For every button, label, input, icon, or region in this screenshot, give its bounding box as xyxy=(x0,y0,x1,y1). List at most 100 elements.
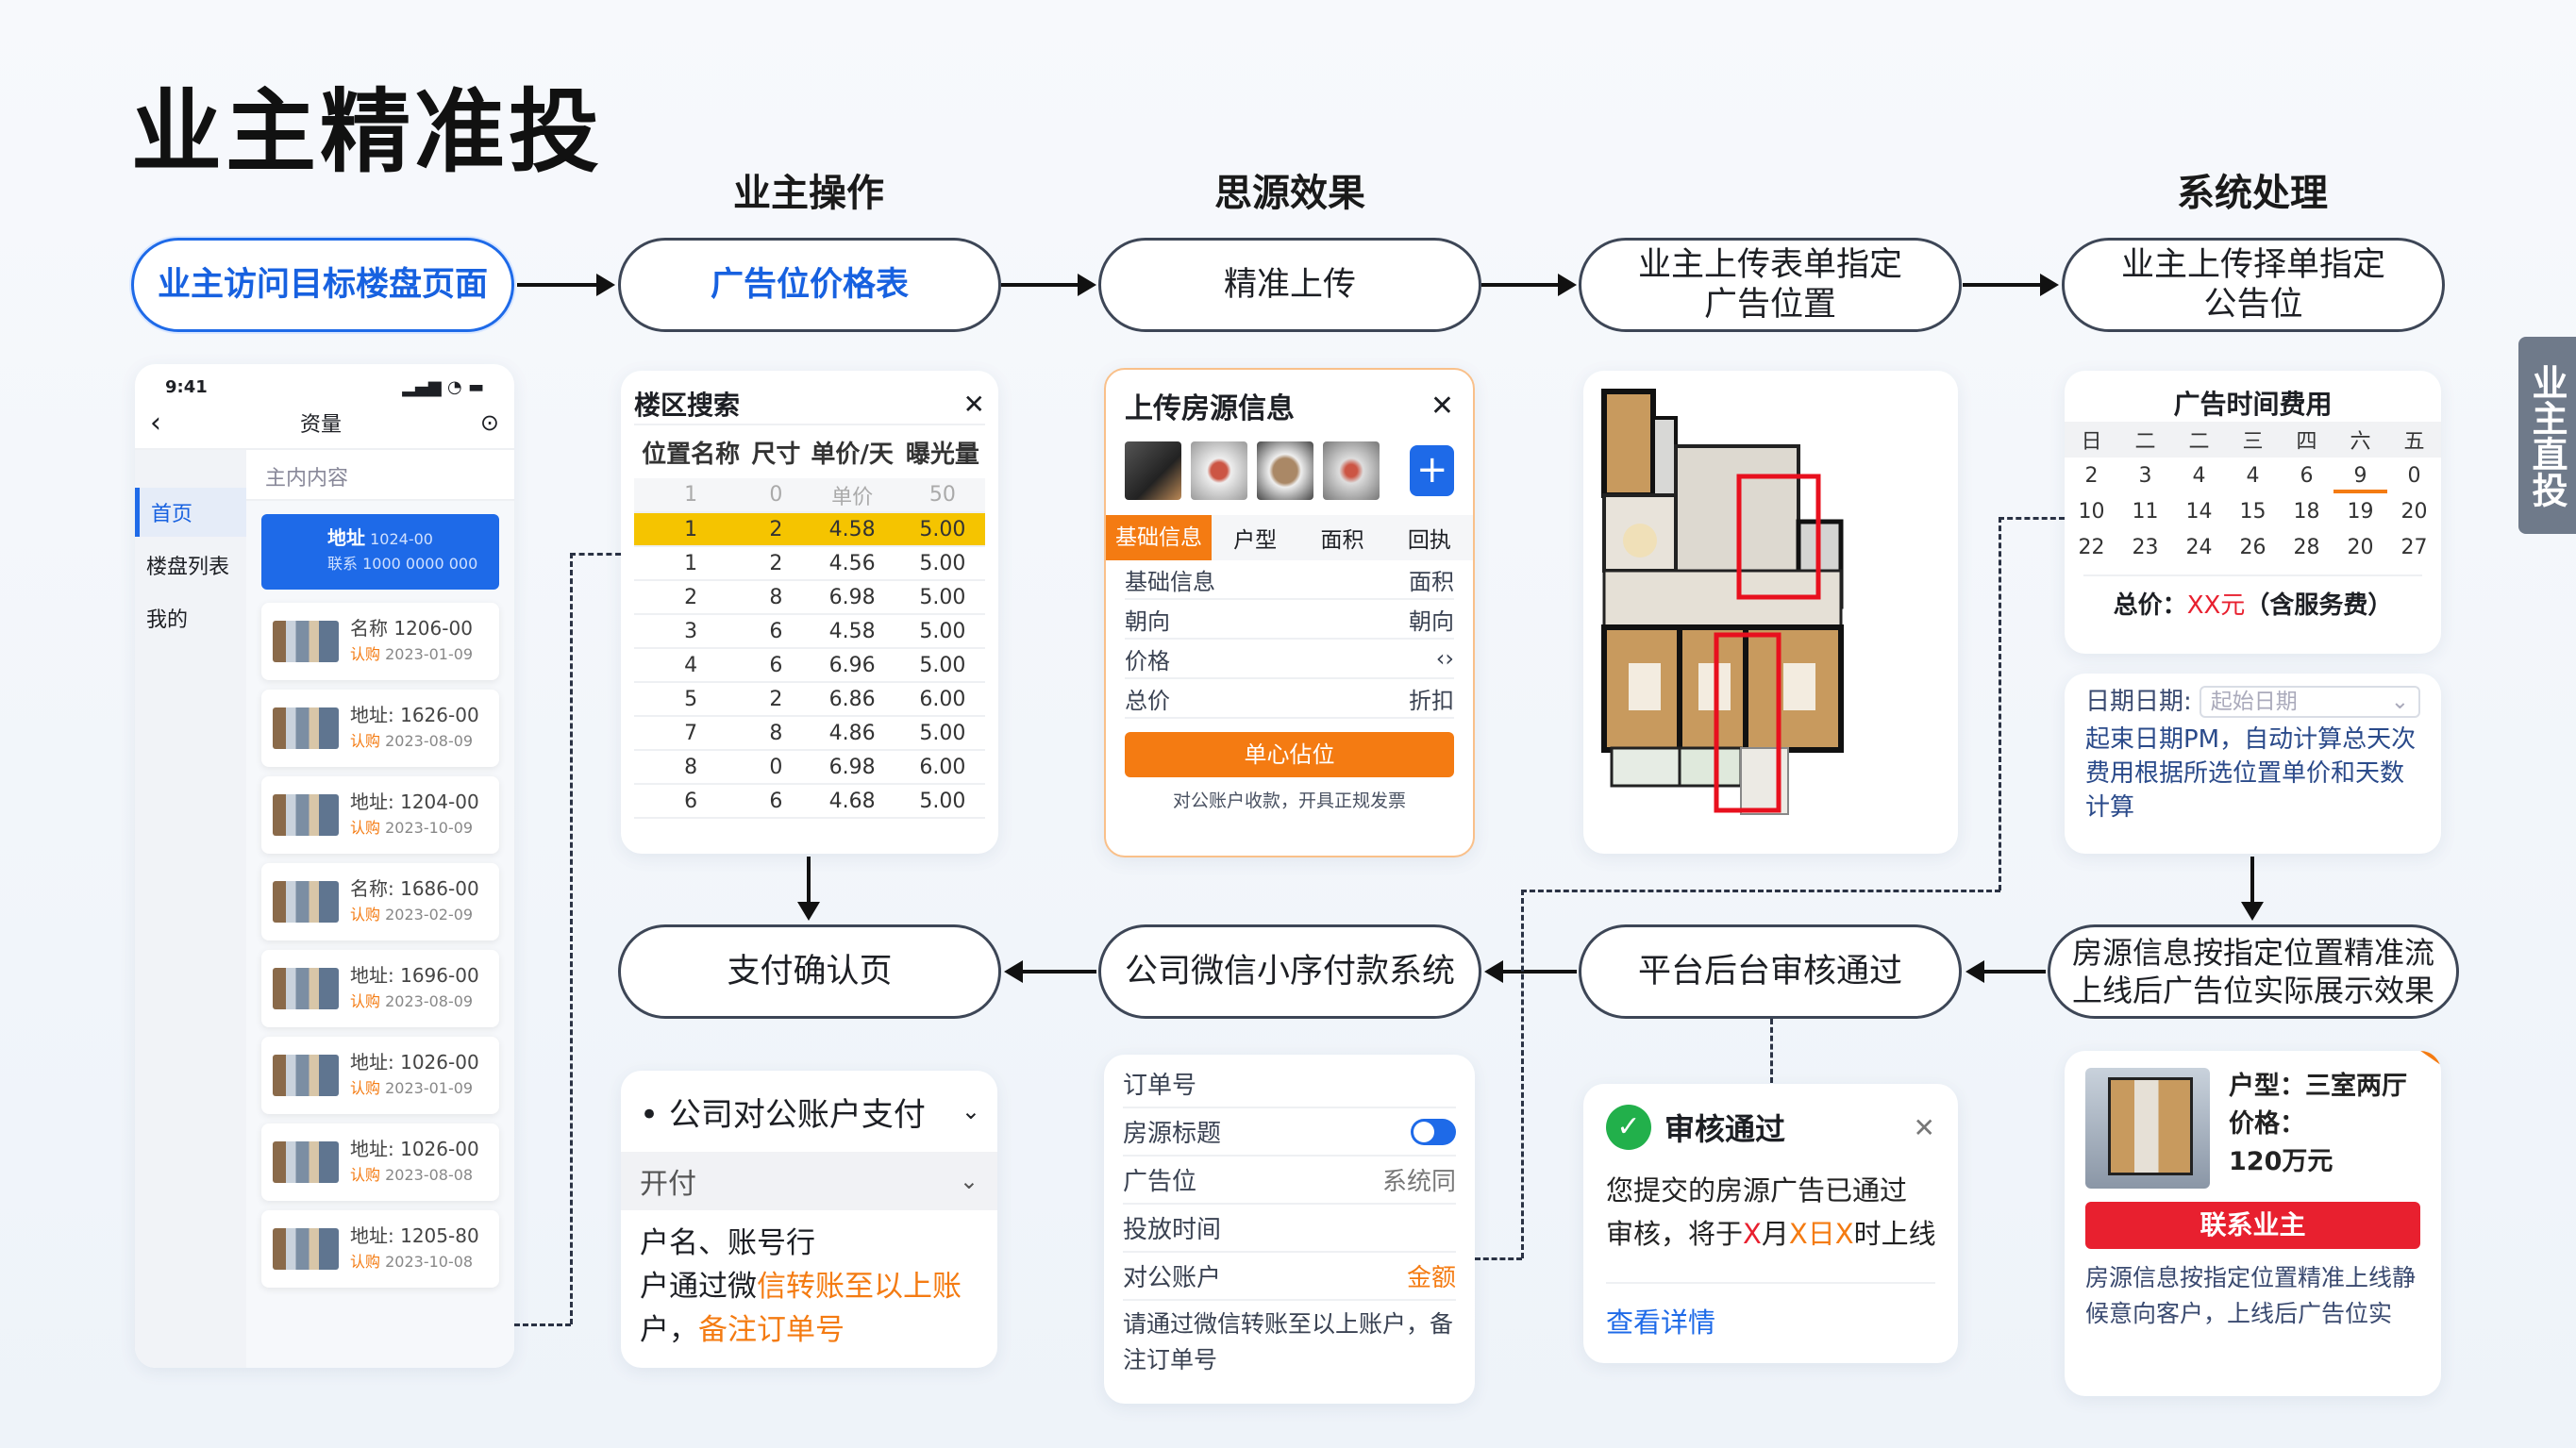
start-date-select[interactable]: 起始日期⌄ xyxy=(2199,686,2420,718)
photo-thumbnail[interactable] xyxy=(1125,441,1182,500)
chevron-down-icon[interactable]: ⌄ xyxy=(959,1168,979,1194)
tab-basic-info[interactable]: 基础信息 xyxy=(1106,515,1212,560)
calendar-day[interactable]: 4 xyxy=(2192,463,2206,488)
side-tab[interactable]: 业主直投 xyxy=(2518,337,2576,534)
calendar-day[interactable]: 20 xyxy=(2400,499,2428,524)
calendar-day[interactable]: 20 xyxy=(2347,535,2374,559)
item-tag: 认购 xyxy=(350,1253,381,1271)
payment-method[interactable]: • 公司对公账户支付 xyxy=(640,1095,926,1134)
floorplan-card xyxy=(1583,371,1958,854)
calendar-day[interactable]: 24 xyxy=(2185,535,2213,559)
tab-area[interactable]: 面积 xyxy=(1320,528,1364,553)
nav-mine[interactable]: 我的 xyxy=(146,608,189,632)
item-code: 1026-00 xyxy=(400,1138,479,1160)
tab-layout[interactable]: 户型 xyxy=(1233,528,1278,553)
payment-sub[interactable]: 开付 xyxy=(640,1168,696,1201)
item-tag: 认购 xyxy=(350,645,381,663)
calendar-day[interactable]: 2 xyxy=(2084,463,2099,488)
item-label: 名称: xyxy=(350,877,394,900)
close-icon[interactable]: ✕ xyxy=(1913,1111,1935,1143)
listing-image[interactable] xyxy=(2085,1068,2210,1189)
form-row[interactable]: 基础信息面积 xyxy=(1125,560,1454,600)
item-tag: 认购 xyxy=(350,1079,381,1097)
calendar-day[interactable]: 4 xyxy=(2246,463,2260,488)
form-row[interactable]: 朝向朝向 xyxy=(1125,600,1454,640)
close-icon[interactable]: ✕ xyxy=(1430,389,1454,423)
calendar-day[interactable]: 11 xyxy=(2132,499,2159,524)
floorplan-image[interactable] xyxy=(1583,371,1958,854)
calendar-day[interactable]: 14 xyxy=(2185,499,2213,524)
search-input[interactable]: 主内内容 xyxy=(246,450,514,501)
calendar-day[interactable]: 6 xyxy=(2300,463,2314,488)
toggle-switch[interactable] xyxy=(1411,1118,1456,1145)
calendar-day[interactable]: 22 xyxy=(2078,535,2105,559)
add-photo-button[interactable]: + xyxy=(1410,445,1454,496)
item-code: 1626-00 xyxy=(400,704,479,726)
item-label: 地址: xyxy=(350,1051,394,1074)
table-cell: 2 xyxy=(747,512,805,547)
calendar-day[interactable]: 27 xyxy=(2400,535,2428,559)
table-cell: 6 xyxy=(747,648,805,683)
back-icon[interactable]: ‹ xyxy=(150,406,161,440)
calendar-day[interactable]: 15 xyxy=(2239,499,2267,524)
arrow-right xyxy=(1963,274,2059,296)
view-details-link[interactable]: 查看详情 xyxy=(1606,1307,1716,1339)
close-icon[interactable]: ✕ xyxy=(962,388,985,420)
listing-type: 户型：三室两厅 xyxy=(2229,1072,2407,1101)
calendar-day[interactable]: 10 xyxy=(2078,499,2105,524)
photo-thumbnail[interactable] xyxy=(1191,441,1248,500)
payment-method-label: 公司对公账户支付 xyxy=(668,1095,926,1134)
building-thumbnail xyxy=(273,881,339,923)
form-label: 基础信息 xyxy=(1125,568,1215,595)
featured-banner[interactable]: 地址 1024-00 联系 1000 0000 000 xyxy=(261,514,499,590)
calendar-day[interactable]: 3 xyxy=(2138,463,2152,488)
upload-note: 对公账户收款，开具正规发票 xyxy=(1172,791,1406,811)
form-row[interactable]: 总价折扣 xyxy=(1125,679,1454,719)
submit-button[interactable]: 单心佔位 xyxy=(1125,732,1454,777)
building-thumbnail xyxy=(273,707,339,749)
order-label: 对公账户 xyxy=(1123,1264,1222,1292)
calendar-day[interactable]: 26 xyxy=(2239,535,2267,559)
building-thumbnail xyxy=(273,1141,339,1183)
calendar-day[interactable]: 0 xyxy=(2407,463,2421,488)
calendar-day[interactable]: 19 xyxy=(2347,499,2374,524)
subheader-cell: 单价 xyxy=(804,478,900,513)
table-cell: 6.96 xyxy=(804,648,900,683)
nav-listing[interactable]: 楼盘列表 xyxy=(146,556,230,579)
photo-thumbnail[interactable] xyxy=(1323,441,1380,500)
tab-receipt[interactable]: 回执 xyxy=(1407,528,1451,553)
calendar-day[interactable]: 23 xyxy=(2132,535,2159,559)
calendar-day[interactable]: 9 xyxy=(2333,458,2387,493)
nav-home[interactable]: 首页 xyxy=(135,488,246,537)
side-tab-label: 业主直投 xyxy=(2526,363,2568,508)
chevron-down-icon[interactable]: ⌄ xyxy=(961,1098,980,1124)
approval-message: 月 xyxy=(1761,1218,1789,1250)
contact-owner-button[interactable]: 联系业主 xyxy=(2085,1202,2420,1249)
form-row[interactable]: 价格‹› xyxy=(1125,640,1454,679)
table-cell: 4.58 xyxy=(804,512,900,547)
calendar-day[interactable]: 28 xyxy=(2293,535,2320,559)
photo-thumbnail[interactable] xyxy=(1257,441,1314,500)
more-icon[interactable]: ⊙ xyxy=(479,409,499,436)
item-code: 1205-80 xyxy=(400,1224,479,1247)
calendar-day[interactable]: 18 xyxy=(2293,499,2320,524)
